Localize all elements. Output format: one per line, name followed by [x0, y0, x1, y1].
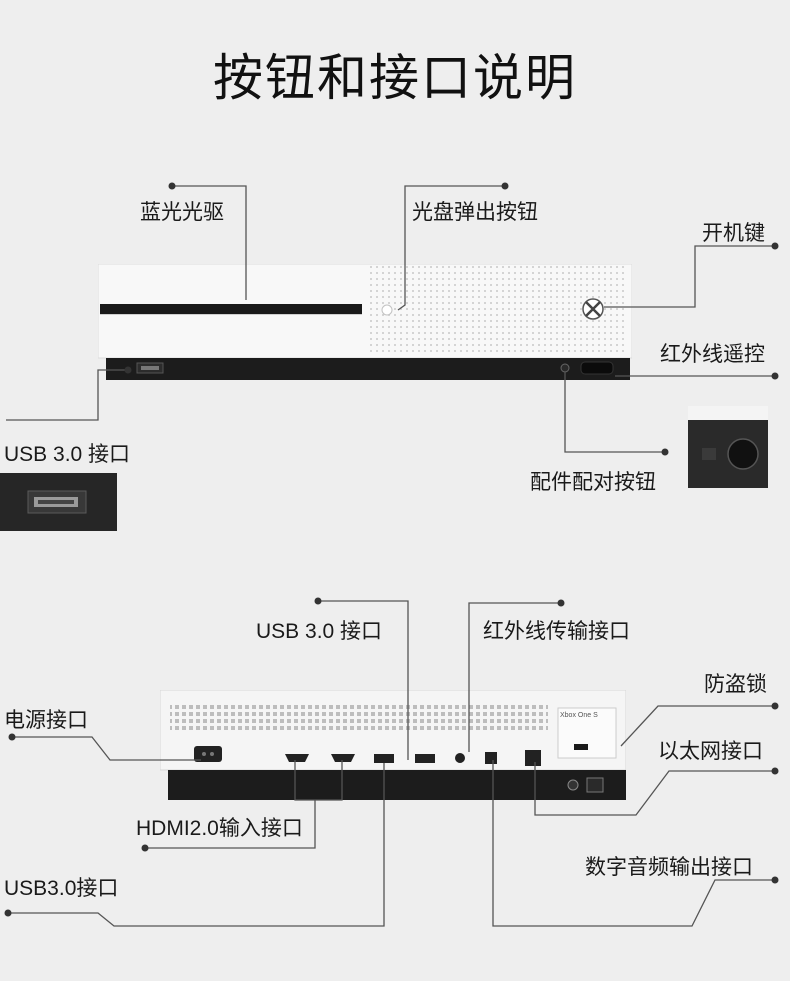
leader-pairing	[564, 372, 665, 453]
console-front-illustration	[97, 263, 633, 380]
xbox-logo-icon	[582, 298, 604, 320]
pairing-zoom-inset	[688, 406, 768, 488]
back-usb-port-2	[415, 754, 435, 763]
label-hdmi-in: HDMI2.0输入接口	[136, 817, 303, 840]
label-pairing-button: 配件配对按钮	[530, 470, 656, 494]
eject-button-icon	[381, 304, 393, 316]
label-bluray-drive: 蓝光光驱	[140, 200, 224, 224]
hdmi-out-port	[285, 754, 309, 762]
ethernet-port	[525, 750, 541, 766]
console-back-view: Xbox One S	[159, 689, 627, 820]
lock-slot	[574, 744, 588, 750]
label-ir-remote: 红外线遥控	[660, 342, 765, 366]
spdif-port	[485, 752, 497, 764]
label-ethernet: 以太网接口	[658, 739, 763, 763]
power-inlet	[194, 746, 222, 762]
console-back-illustration	[159, 689, 627, 800]
label-power-button: 开机键	[702, 221, 765, 245]
label-power-inlet: 电源接口	[4, 708, 88, 732]
hdmi-in-port	[331, 754, 355, 762]
label-spdif: 数字音频输出接口	[585, 855, 753, 879]
label-ir-out: 红外线传输接口	[483, 619, 630, 643]
label-eject-button: 光盘弹出按钮	[412, 200, 538, 224]
usb-zoom-inset	[0, 473, 117, 531]
pairing-button-icon	[560, 363, 570, 373]
page-title: 按钮和接口说明	[213, 49, 577, 107]
back-brand-text: Xbox One S	[560, 712, 598, 719]
label-usb-back-top: USB 3.0 接口	[256, 620, 383, 643]
front-bottom-band	[106, 358, 630, 380]
label-usb-front: USB 3.0 接口	[4, 443, 131, 466]
ir-out-port	[455, 753, 465, 763]
label-usb-back-bottom: USB3.0接口	[4, 877, 119, 900]
ir-window	[580, 361, 614, 375]
console-front-view	[97, 263, 633, 380]
label-security-lock: 防盗锁	[704, 672, 767, 696]
back-usb-port-1	[374, 754, 394, 763]
back-bottom-band	[168, 770, 626, 800]
disc-slot	[100, 304, 362, 314]
